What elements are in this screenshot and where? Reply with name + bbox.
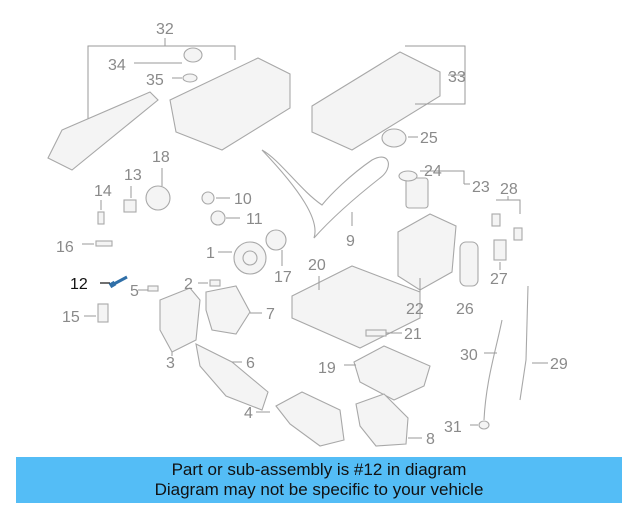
callout-20: 20: [308, 257, 326, 274]
part-cover-8: [355, 393, 409, 447]
part-cover-7: [205, 285, 251, 335]
callout-23: 23: [472, 179, 490, 196]
part-pulley-18: [145, 185, 171, 211]
part-oil-rail: [47, 91, 159, 171]
part-cover-6: [195, 343, 269, 411]
part-oil-pan-upper: [291, 265, 421, 349]
callout-3: 3: [166, 355, 175, 372]
callout-4: 4: [244, 405, 253, 422]
part-valve-cover-left: [169, 57, 291, 151]
callout-34: 34: [108, 57, 126, 74]
callout-16: 16: [56, 239, 74, 256]
part-14: [97, 211, 105, 225]
callout-32: 32: [156, 21, 174, 38]
callout-10: 10: [234, 191, 252, 208]
callout-12: 12: [70, 276, 88, 293]
callout-26: 26: [456, 301, 474, 318]
callout-17: 17: [274, 269, 292, 286]
engine-parts-diagram: 1234567891011121314151617181920212223242…: [47, 21, 568, 448]
part-dipstick-tube: [483, 319, 503, 421]
part-cap-25: [381, 128, 407, 148]
callout-8: 8: [426, 431, 435, 448]
callout-14: 14: [94, 183, 112, 200]
part-oil-pan-lower: [353, 345, 431, 401]
part-27: [493, 239, 507, 261]
part-washer-35: [182, 73, 198, 83]
part-timing-belt: [261, 149, 389, 239]
callout-30: 30: [460, 347, 478, 364]
part-oil-filter: [405, 177, 429, 209]
callout-29: 29: [550, 356, 568, 373]
part-sprocket-17: [265, 229, 287, 251]
callout-21: 21: [404, 326, 422, 343]
part-26: [459, 241, 479, 287]
part-sensor-28a: [491, 213, 501, 227]
callout-11: 11: [246, 211, 263, 228]
callout-13: 13: [124, 167, 142, 184]
callout-24: 24: [424, 163, 442, 180]
callout-18: 18: [152, 149, 170, 166]
part-12-bolt: [108, 275, 128, 289]
callout-9: 9: [346, 233, 355, 250]
callout-5: 5: [130, 283, 139, 300]
callout-31: 31: [444, 419, 462, 436]
caption-line-2: Diagram may not be specific to your vehi…: [154, 480, 484, 499]
part-idler-10: [201, 191, 215, 205]
part-seal-31: [478, 420, 490, 430]
part-idler-11: [210, 210, 226, 226]
caption-line-1: Part or sub-assembly is #12 in diagram: [171, 460, 467, 479]
part-bracket-4: [275, 391, 345, 447]
caption-banner: Part or sub-assembly is #12 in diagram D…: [16, 457, 622, 503]
callout-22: 22: [406, 301, 424, 318]
callout-19: 19: [318, 360, 336, 377]
callout-28: 28: [500, 181, 518, 198]
part-sensor-28b: [513, 227, 523, 241]
callout-1: 1: [206, 245, 215, 262]
part-oil-pump: [397, 213, 457, 291]
part-21: [365, 329, 387, 337]
callout-33: 33: [448, 69, 466, 86]
part-valve-cover-right: [311, 51, 441, 151]
part-bolt-2: [209, 279, 221, 287]
callout-7: 7: [266, 306, 275, 323]
bracket-32: [87, 45, 236, 120]
callout-25: 25: [420, 130, 438, 147]
part-bolt-5: [147, 285, 159, 292]
part-15: [97, 303, 109, 323]
callout-27: 27: [490, 271, 508, 288]
part-cover-3: [159, 287, 201, 353]
callout-6: 6: [246, 355, 255, 372]
callout-15: 15: [62, 309, 80, 326]
callout-35: 35: [146, 72, 164, 89]
part-13: [123, 199, 137, 213]
part-seal-34: [183, 47, 203, 63]
part-dipstick: [519, 285, 529, 401]
callout-2: 2: [184, 276, 193, 293]
part-16: [95, 240, 113, 247]
